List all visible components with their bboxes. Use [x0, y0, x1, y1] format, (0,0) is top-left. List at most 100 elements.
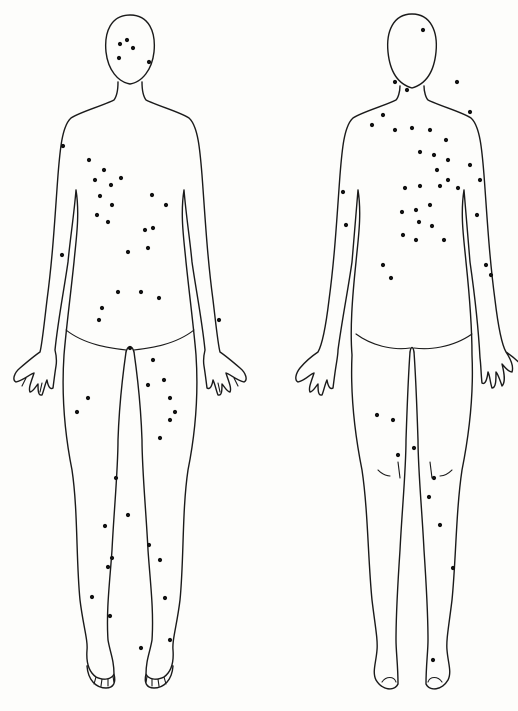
back-marker-dot	[435, 168, 439, 172]
back-marker-dot	[428, 203, 432, 207]
front-marker-dot	[119, 176, 123, 180]
back-marker-dot	[455, 80, 459, 84]
front-marker-dot	[61, 144, 65, 148]
front-marker-dot	[110, 556, 114, 560]
back-marker-dot	[389, 276, 393, 280]
front-marker-dot	[158, 436, 162, 440]
front-marker-dot	[108, 614, 112, 618]
front-marker-dot	[110, 203, 114, 207]
front-marker-dot	[117, 56, 121, 60]
front-marker-dot	[98, 194, 102, 198]
back-marker-dot	[417, 220, 421, 224]
front-marker-dot	[95, 213, 99, 217]
back-lesion-markers	[341, 28, 493, 662]
front-marker-dot	[100, 306, 104, 310]
front-marker-dot	[151, 226, 155, 230]
front-marker-dot	[150, 193, 154, 197]
back-marker-dot	[381, 263, 385, 267]
front-marker-dot	[164, 203, 168, 207]
front-marker-dot	[131, 46, 135, 50]
front-marker-dot	[147, 60, 151, 64]
front-marker-dot	[93, 178, 97, 182]
front-marker-dot	[146, 383, 150, 387]
back-marker-dot	[489, 273, 493, 277]
back-marker-dot	[412, 446, 416, 450]
back-marker-dot	[438, 523, 442, 527]
front-marker-dot	[146, 246, 150, 250]
front-marker-dot	[217, 318, 221, 322]
front-marker-dot	[162, 378, 166, 382]
back-marker-dot	[478, 178, 482, 182]
front-marker-dot	[87, 158, 91, 162]
back-marker-dot	[451, 566, 455, 570]
back-marker-dot	[421, 28, 425, 32]
front-marker-dot	[102, 168, 106, 172]
back-marker-dot	[438, 184, 442, 188]
back-marker-dot	[446, 158, 450, 162]
back-marker-dot	[427, 495, 431, 499]
back-marker-dot	[414, 238, 418, 242]
back-marker-dot	[341, 190, 345, 194]
front-marker-dot	[173, 410, 177, 414]
back-marker-dot	[432, 153, 436, 157]
front-marker-dot	[139, 290, 143, 294]
back-marker-dot	[468, 110, 472, 114]
front-marker-dot	[86, 396, 90, 400]
back-marker-dot	[428, 128, 432, 132]
front-marker-dot	[116, 290, 120, 294]
front-marker-dot	[128, 346, 132, 350]
front-body-outline	[14, 15, 246, 688]
front-marker-dot	[163, 596, 167, 600]
back-marker-dot	[456, 186, 460, 190]
front-marker-dot	[109, 183, 113, 187]
front-marker-dot	[126, 513, 130, 517]
back-marker-dot	[393, 80, 397, 84]
front-marker-dot	[106, 565, 110, 569]
front-marker-dot	[90, 595, 94, 599]
front-marker-dot	[118, 42, 122, 46]
back-marker-dot	[418, 184, 422, 188]
front-marker-dot	[97, 318, 101, 322]
back-marker-dot	[370, 123, 374, 127]
front-marker-dot	[147, 543, 151, 547]
front-marker-dot	[157, 296, 161, 300]
back-marker-dot	[484, 263, 488, 267]
front-marker-dot	[139, 646, 143, 650]
back-marker-dot	[431, 658, 435, 662]
back-marker-dot	[393, 128, 397, 132]
front-marker-dot	[168, 396, 172, 400]
front-marker-dot	[151, 358, 155, 362]
back-marker-dot	[403, 186, 407, 190]
back-marker-dot	[410, 126, 414, 130]
back-marker-dot	[401, 233, 405, 237]
front-marker-dot	[158, 558, 162, 562]
back-marker-dot	[381, 113, 385, 117]
front-marker-dot	[126, 250, 130, 254]
front-marker-dot	[60, 253, 64, 257]
front-marker-dot	[168, 638, 172, 642]
back-marker-dot	[414, 208, 418, 212]
front-marker-dot	[114, 476, 118, 480]
back-marker-dot	[400, 210, 404, 214]
back-marker-dot	[446, 178, 450, 182]
back-marker-dot	[375, 413, 379, 417]
front-lesion-markers	[60, 38, 221, 650]
front-marker-dot	[75, 410, 79, 414]
back-marker-dot	[430, 224, 434, 228]
back-marker-dot	[344, 223, 348, 227]
back-marker-dot	[405, 88, 409, 92]
front-marker-dot	[168, 418, 172, 422]
back-marker-dot	[444, 138, 448, 142]
back-marker-dot	[475, 213, 479, 217]
front-marker-dot	[103, 524, 107, 528]
back-marker-dot	[418, 150, 422, 154]
front-marker-dot	[143, 228, 147, 232]
back-marker-dot	[442, 238, 446, 242]
back-body-outline	[296, 14, 518, 689]
front-marker-dot	[125, 38, 129, 42]
back-marker-dot	[391, 418, 395, 422]
back-marker-dot	[468, 163, 472, 167]
front-marker-dot	[106, 220, 110, 224]
back-marker-dot	[432, 476, 436, 480]
